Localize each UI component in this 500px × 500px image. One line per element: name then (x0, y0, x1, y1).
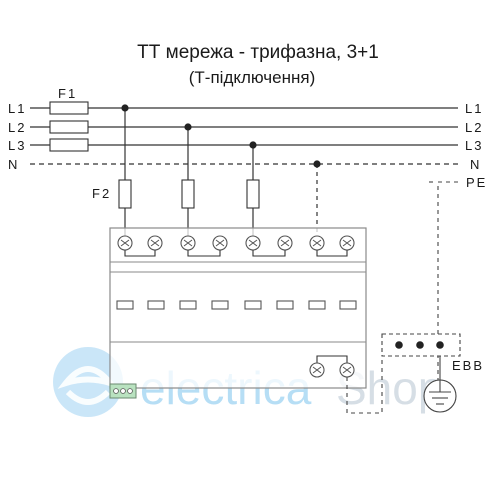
fuse-f1-l1 (49, 101, 89, 115)
main-fuses (49, 101, 89, 152)
drop-wires (124, 108, 318, 240)
junction-dot (249, 141, 257, 149)
ebb-bar (381, 333, 461, 357)
label-l1-left: L1 (8, 101, 26, 116)
fuse-f2-l1 (118, 179, 132, 209)
status-window (276, 300, 294, 310)
diagram-subtitle: (Т-підключення) (189, 68, 316, 87)
status-windows (116, 300, 357, 310)
label-pe: PE (466, 175, 487, 190)
label-l3-left: L3 (8, 138, 26, 153)
diagram-title: ТТ мережа - трифазна, 3+1 (137, 42, 379, 63)
branch-fuses (118, 179, 260, 209)
label-l1-right: L1 (465, 101, 483, 116)
status-window (244, 300, 262, 310)
ground-icon (423, 356, 457, 413)
status-window (147, 300, 165, 310)
fuse-f2-l3 (246, 179, 260, 209)
label-f1: F1 (58, 86, 77, 101)
label-f2: F2 (92, 186, 111, 201)
label-l2-right: L2 (465, 120, 483, 135)
label-l2-left: L2 (8, 120, 26, 135)
status-window (211, 300, 229, 310)
junction-dot (184, 123, 192, 131)
spd-device (109, 227, 367, 399)
junction-dots (121, 104, 321, 168)
label-ebb: EBB (452, 358, 484, 373)
fuse-f1-l2 (49, 120, 89, 134)
right-labels: L1 L2 L3 N (465, 101, 483, 172)
label-l3-right: L3 (465, 138, 483, 153)
terminal-bridges (124, 250, 348, 257)
status-window (179, 300, 197, 310)
label-n-left: N (8, 157, 19, 172)
status-window (116, 300, 134, 310)
junction-dot (121, 104, 129, 112)
junction-dot (313, 160, 321, 168)
label-n-right: N (470, 157, 481, 172)
conductors (30, 107, 458, 165)
pe-conductor (429, 181, 458, 384)
fuse-f1-l3 (49, 138, 89, 152)
status-window (339, 300, 357, 310)
fuse-f2-l2 (181, 179, 195, 209)
remote-contact-connector (109, 383, 137, 399)
status-window (308, 300, 326, 310)
left-labels: L1 L2 L3 N (8, 101, 26, 172)
